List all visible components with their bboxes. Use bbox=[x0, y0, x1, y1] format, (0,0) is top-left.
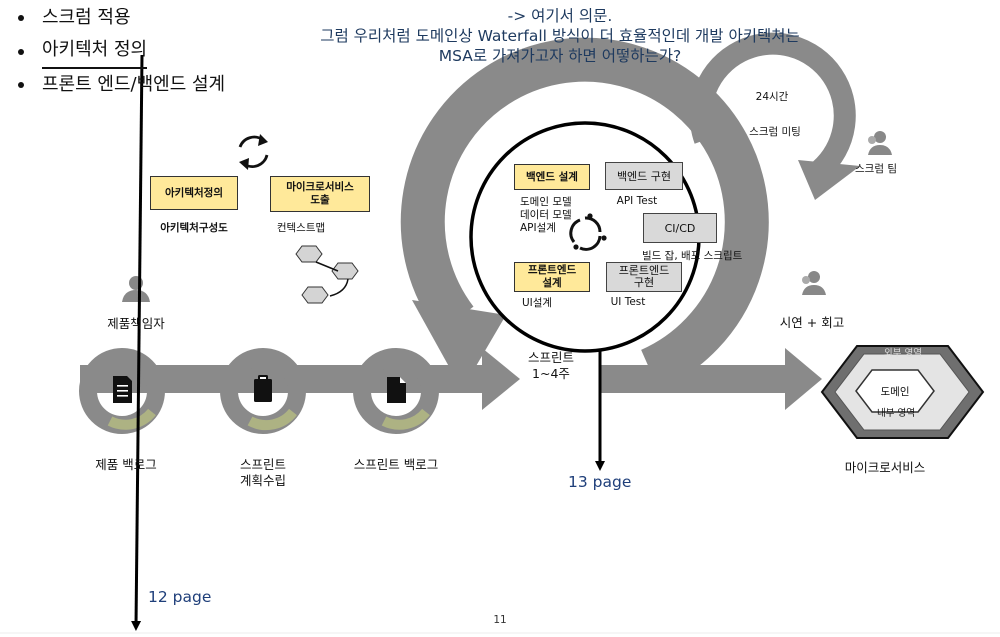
slide-number: 11 bbox=[493, 614, 507, 626]
ui-test-caption: UI Test bbox=[610, 296, 646, 308]
sync-dot-3 bbox=[573, 244, 579, 250]
bullet-list: 스크럼 적용 아키텍처 정의 프론트 엔드/백엔드 설계 bbox=[18, 2, 225, 101]
daily-loop-arrow bbox=[689, 32, 856, 179]
backend-impl-box: 백엔드 구현 bbox=[605, 162, 683, 190]
product-owner-icon bbox=[122, 276, 150, 302]
step-label-sprint-backlog: 스프린트 백로그 bbox=[340, 457, 452, 473]
api-test-caption: API Test bbox=[616, 195, 658, 207]
refresh-arrowhead-2 bbox=[239, 158, 249, 170]
bullet-text: 프론트 엔드/백엔드 설계 bbox=[42, 74, 226, 95]
scrum-team-label: 스크럼 팀 bbox=[855, 163, 897, 175]
bullet-text: 스크럼 적용 bbox=[42, 7, 131, 28]
box-label: 설계 bbox=[542, 277, 562, 289]
output-band bbox=[600, 365, 790, 393]
demo-review-icon bbox=[802, 271, 826, 295]
context-map-icon bbox=[295, 245, 359, 304]
box-label: 백엔드 설계 bbox=[526, 170, 578, 183]
inner-area-label: 내부 영역 bbox=[877, 408, 915, 419]
sync-dot-1 bbox=[587, 213, 593, 219]
item-text: 데이터 모델 bbox=[520, 209, 572, 221]
step-label-line: 제품 백로그 bbox=[95, 457, 157, 472]
left-page-arrow bbox=[131, 54, 144, 631]
backend-design-items: 도메인 모델 데이터 모델 API설계 bbox=[520, 196, 572, 235]
backend-design-box: 백엔드 설계 bbox=[514, 164, 590, 190]
step-label-product-backlog: 제품 백로그 bbox=[86, 457, 166, 473]
sprint-name: 스프린트 bbox=[527, 350, 574, 365]
box-label: 마이크로서비스 bbox=[286, 181, 354, 193]
center-page-link[interactable]: 13 page bbox=[568, 473, 632, 491]
clipboard-icon bbox=[254, 375, 272, 402]
microservice-derivation-box: 마이크로서비스 도출 bbox=[270, 176, 370, 212]
outer-area-label: 외부 영역 bbox=[884, 348, 922, 359]
box-label: 백엔드 구현 bbox=[616, 169, 672, 183]
box-label: 아키텍처정의 bbox=[165, 186, 223, 199]
cicd-box: CI/CD bbox=[643, 213, 717, 243]
domain-label: 도메인 bbox=[880, 386, 910, 398]
microservice-core-hexagon bbox=[855, 369, 935, 413]
loop-meeting-label: 스크럼 미팅 bbox=[749, 126, 801, 138]
microservice-caption: 마이크로서비스 bbox=[844, 460, 926, 475]
frontend-design-box: 프론트엔드 설계 bbox=[514, 262, 590, 292]
question-line: 그럼 우리처럼 도메인상 Waterfall 방식이 더 효율적인데 개발 아키… bbox=[320, 27, 800, 45]
demo-review-label: 시연 + 회고 bbox=[779, 315, 845, 330]
item-text: 도메인 모델 bbox=[520, 196, 572, 208]
sprint-duration: 1~4주 bbox=[532, 366, 570, 381]
frontend-impl-box: 프론트엔드 구현 bbox=[606, 262, 682, 292]
bullet-item: 프론트 엔드/백엔드 설계 bbox=[18, 69, 225, 101]
product-owner-label: 제품책임자 bbox=[107, 316, 165, 331]
sprint-cycle-arrowhead bbox=[412, 300, 506, 390]
daily-loop-arrowhead bbox=[798, 160, 860, 200]
bullet-item: 스크럼 적용 bbox=[18, 2, 225, 34]
bullet-text: 아키텍처 정의 bbox=[42, 34, 148, 69]
question-note: -> 여기서 의문. 그럼 우리처럼 도메인상 Waterfall 방식이 더 … bbox=[300, 6, 820, 66]
left-page-link[interactable]: 12 page bbox=[148, 588, 212, 606]
step-label-sprint-planning: 스프린트 계획수립 bbox=[223, 457, 303, 489]
box-label: CI/CD bbox=[664, 221, 696, 235]
bullet-dot bbox=[18, 15, 24, 21]
step-label-line: 스프린트 백로그 bbox=[353, 457, 439, 472]
question-line: -> 여기서 의문. bbox=[507, 7, 613, 25]
ui-design-caption: UI설계 bbox=[521, 297, 553, 309]
step-label-line: 계획수립 bbox=[239, 473, 286, 488]
sprint-cycle-arrow bbox=[400, 37, 769, 391]
refresh-arrowhead-1 bbox=[258, 134, 268, 146]
box-label: 구현 bbox=[633, 276, 655, 289]
box-label: 도출 bbox=[310, 194, 330, 206]
step-ring-highlight-2 bbox=[247, 408, 297, 431]
scrum-team-icon bbox=[868, 131, 892, 155]
box-label: 프론트엔드 bbox=[618, 264, 670, 277]
question-line: MSA로 가져가고자 하면 어떻하는가? bbox=[438, 47, 682, 65]
step-label-line: 스프린트 bbox=[239, 457, 286, 472]
output-band-arrowhead bbox=[785, 348, 822, 410]
architecture-definition-box: 아키텍처정의 bbox=[150, 176, 238, 210]
context-map-links bbox=[315, 261, 349, 297]
sync-icon bbox=[569, 216, 602, 251]
bullet-dot bbox=[18, 48, 24, 55]
box-label: 프론트엔드 bbox=[527, 264, 577, 276]
bullet-dot bbox=[18, 82, 24, 88]
item-text: API설계 bbox=[520, 222, 556, 234]
file-icon bbox=[387, 377, 406, 403]
context-map-caption: 컨텍스트맵 bbox=[276, 222, 326, 234]
architecture-diagram-caption: 아키텍처구성도 bbox=[160, 222, 228, 234]
cicd-caption: 빌드 잡, 배포 스크립트 bbox=[642, 250, 743, 262]
bullet-item: 아키텍처 정의 bbox=[18, 34, 225, 69]
loop-hours-label: 24시간 bbox=[755, 91, 789, 103]
process-band-arrowhead bbox=[482, 348, 520, 410]
sync-dot-2 bbox=[601, 235, 607, 241]
step-ring-highlight-3 bbox=[381, 408, 430, 430]
document-icon bbox=[113, 376, 132, 403]
step-ring-highlight bbox=[107, 408, 156, 430]
sprint-label: 스프린트 1~4주 bbox=[520, 350, 582, 382]
